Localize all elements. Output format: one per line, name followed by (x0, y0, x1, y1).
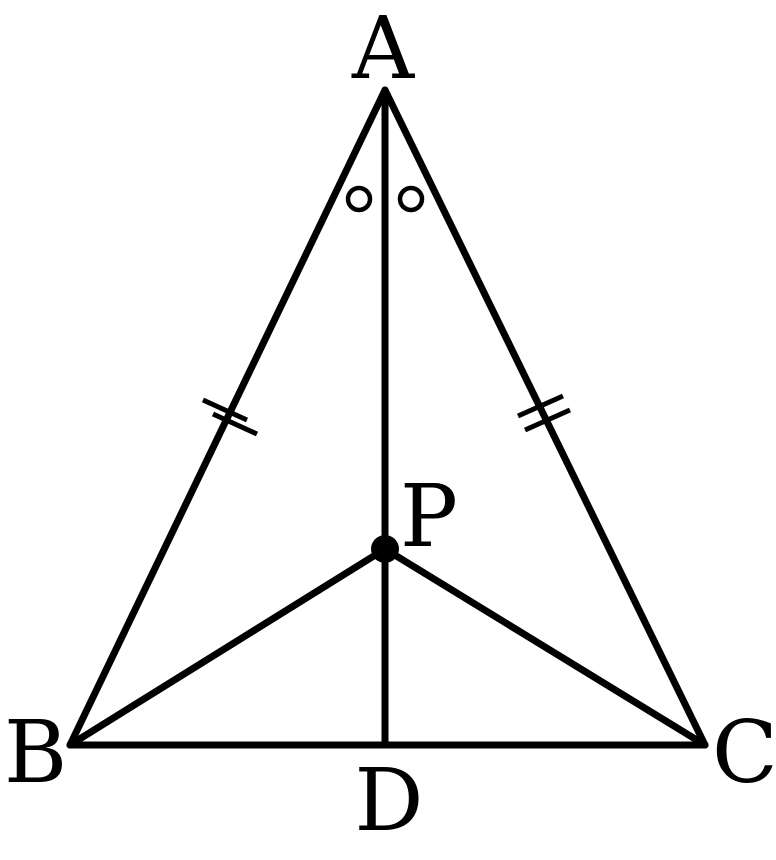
label-P: P (400, 467, 458, 567)
angle-mark-CAD (397, 185, 425, 213)
segment-PB (66, 545, 389, 749)
tick-mark (516, 393, 565, 419)
tick-mark (211, 411, 259, 437)
equal-side-mark-AC (516, 393, 572, 433)
tick-mark (523, 407, 572, 433)
point-P-dot (371, 535, 399, 563)
segment-AB (66, 86, 389, 749)
angle-mark-BAD (345, 185, 373, 213)
label-D: D (355, 751, 424, 851)
label-B: B (4, 703, 67, 803)
tick-mark (201, 397, 249, 423)
segment-AC (381, 86, 709, 749)
equal-side-mark-AB (201, 397, 259, 437)
label-C: C (712, 703, 776, 803)
segment-PC (381, 545, 709, 749)
label-A: A (351, 0, 415, 99)
